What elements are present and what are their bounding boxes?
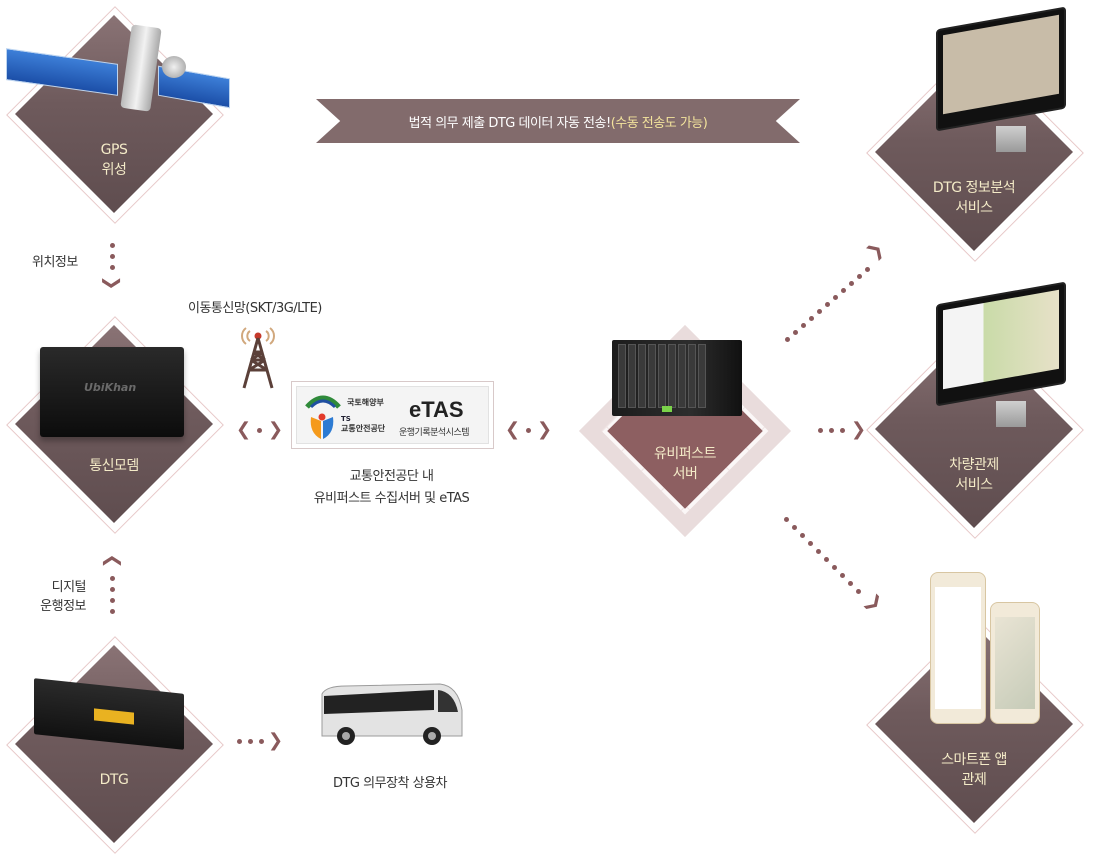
ministry-logo-icon (305, 395, 341, 409)
node-label-line2: 서비스 (955, 477, 993, 493)
agency-name: 교통안전공단 (341, 424, 386, 433)
chevron-right-icon: ❯ (537, 419, 553, 440)
bus-caption: DTG 의무장착 상용차 (332, 776, 448, 791)
ministry-name: 국토해양부 (347, 398, 384, 407)
etas-subtitle: 운행기록분석시스템 (399, 428, 470, 438)
node-smartphone: 스마트폰 앱 관제 (860, 572, 1100, 840)
digital-info-line1: 디지털 (51, 580, 87, 595)
node-label-line2: 서비스 (955, 200, 993, 216)
node-label-line2: 서버 (672, 466, 698, 482)
etas-logo-box: 국토해양부 TS 교통안전공단 eTAS 운행기록분석시스템 (291, 381, 494, 449)
ts-mark: TS (341, 415, 351, 423)
node-label: 유비퍼스트 서버 (605, 444, 765, 484)
server-rack-icon (612, 340, 742, 416)
chevron-left-icon: ❮ (505, 419, 521, 440)
node-control: 차량관제 서비스 (860, 281, 1100, 545)
digital-info-label: 디지털 운행정보 (28, 578, 86, 616)
chevron-right-icon: ❯ (851, 419, 867, 440)
node-label-line1: 통신모뎀 (89, 458, 139, 474)
chevron-right-icon: ❯ (268, 419, 284, 440)
chevron-down-icon: ❯ (101, 275, 123, 291)
node-label: GPS 위성 (34, 140, 194, 180)
modem-brand: UbiKhan (84, 381, 137, 394)
node-label: 스마트폰 앱 관제 (894, 750, 1054, 790)
banner-ribbon (316, 99, 800, 143)
banner-main-text: 법적 의무 제출 DTG 데이터 자동 전송! (408, 115, 612, 131)
node-label: 통신모뎀 (34, 456, 194, 476)
node-label: 차량관제 서비스 (894, 455, 1054, 495)
node-dtg: DTG (0, 630, 240, 860)
node-label-line2: 관제 (961, 772, 987, 788)
etas-caption-line1: 교통안전공단 내 (349, 469, 434, 484)
node-label-line1: 차량관제 (949, 457, 999, 473)
etas-title: eTAS (409, 397, 464, 422)
digital-info-line2: 운행정보 (40, 599, 86, 614)
node-label: DTG (34, 770, 194, 790)
node-label-line1: 유비퍼스트 (654, 446, 716, 462)
node-gps: GPS 위성 (0, 0, 240, 230)
node-label-line1: DTG 정보분석 (932, 180, 1016, 196)
node-label-line2: 위성 (101, 162, 127, 178)
banner: 법적 의무 제출 DTG 데이터 자동 전송!(수동 전송도 가능) (316, 99, 800, 143)
chevron-left-icon: ❮ (236, 419, 252, 440)
chevron-up-icon: ❯ (100, 553, 122, 569)
etas-caption: 교통안전공단 내 유비퍼스트 수집서버 및 eTAS (291, 466, 492, 510)
node-label-line1: 스마트폰 앱 (941, 752, 1007, 768)
banner-highlight-text: (수동 전송도 가능) (610, 115, 708, 131)
node-modem: UbiKhan 통신모뎀 (0, 310, 240, 540)
node-label: DTG 정보분석 서비스 (894, 178, 1054, 218)
node-analysis: DTG 정보분석 서비스 (860, 6, 1100, 268)
etas-inner: 국토해양부 TS 교통안전공단 eTAS 운행기록분석시스템 (296, 386, 489, 444)
banner-text: 법적 의무 제출 DTG 데이터 자동 전송!(수동 전송도 가능) (316, 99, 800, 143)
node-label-line1: DTG (99, 772, 129, 788)
antenna-icon (241, 327, 275, 389)
location-label: 위치정보 (32, 255, 78, 270)
ts-logo-icon (310, 413, 334, 439)
modem-icon: UbiKhan (40, 347, 184, 437)
etas-caption-line2: 유비퍼스트 수집서버 및 eTAS (313, 491, 470, 506)
mobile-network-label: 이동통신망(SKT/3G/LTE) (188, 301, 322, 316)
chevron-right-icon: ❯ (268, 730, 284, 751)
bus-icon (321, 683, 463, 745)
node-label-line1: GPS (100, 142, 128, 158)
diamond-fill (15, 15, 213, 213)
